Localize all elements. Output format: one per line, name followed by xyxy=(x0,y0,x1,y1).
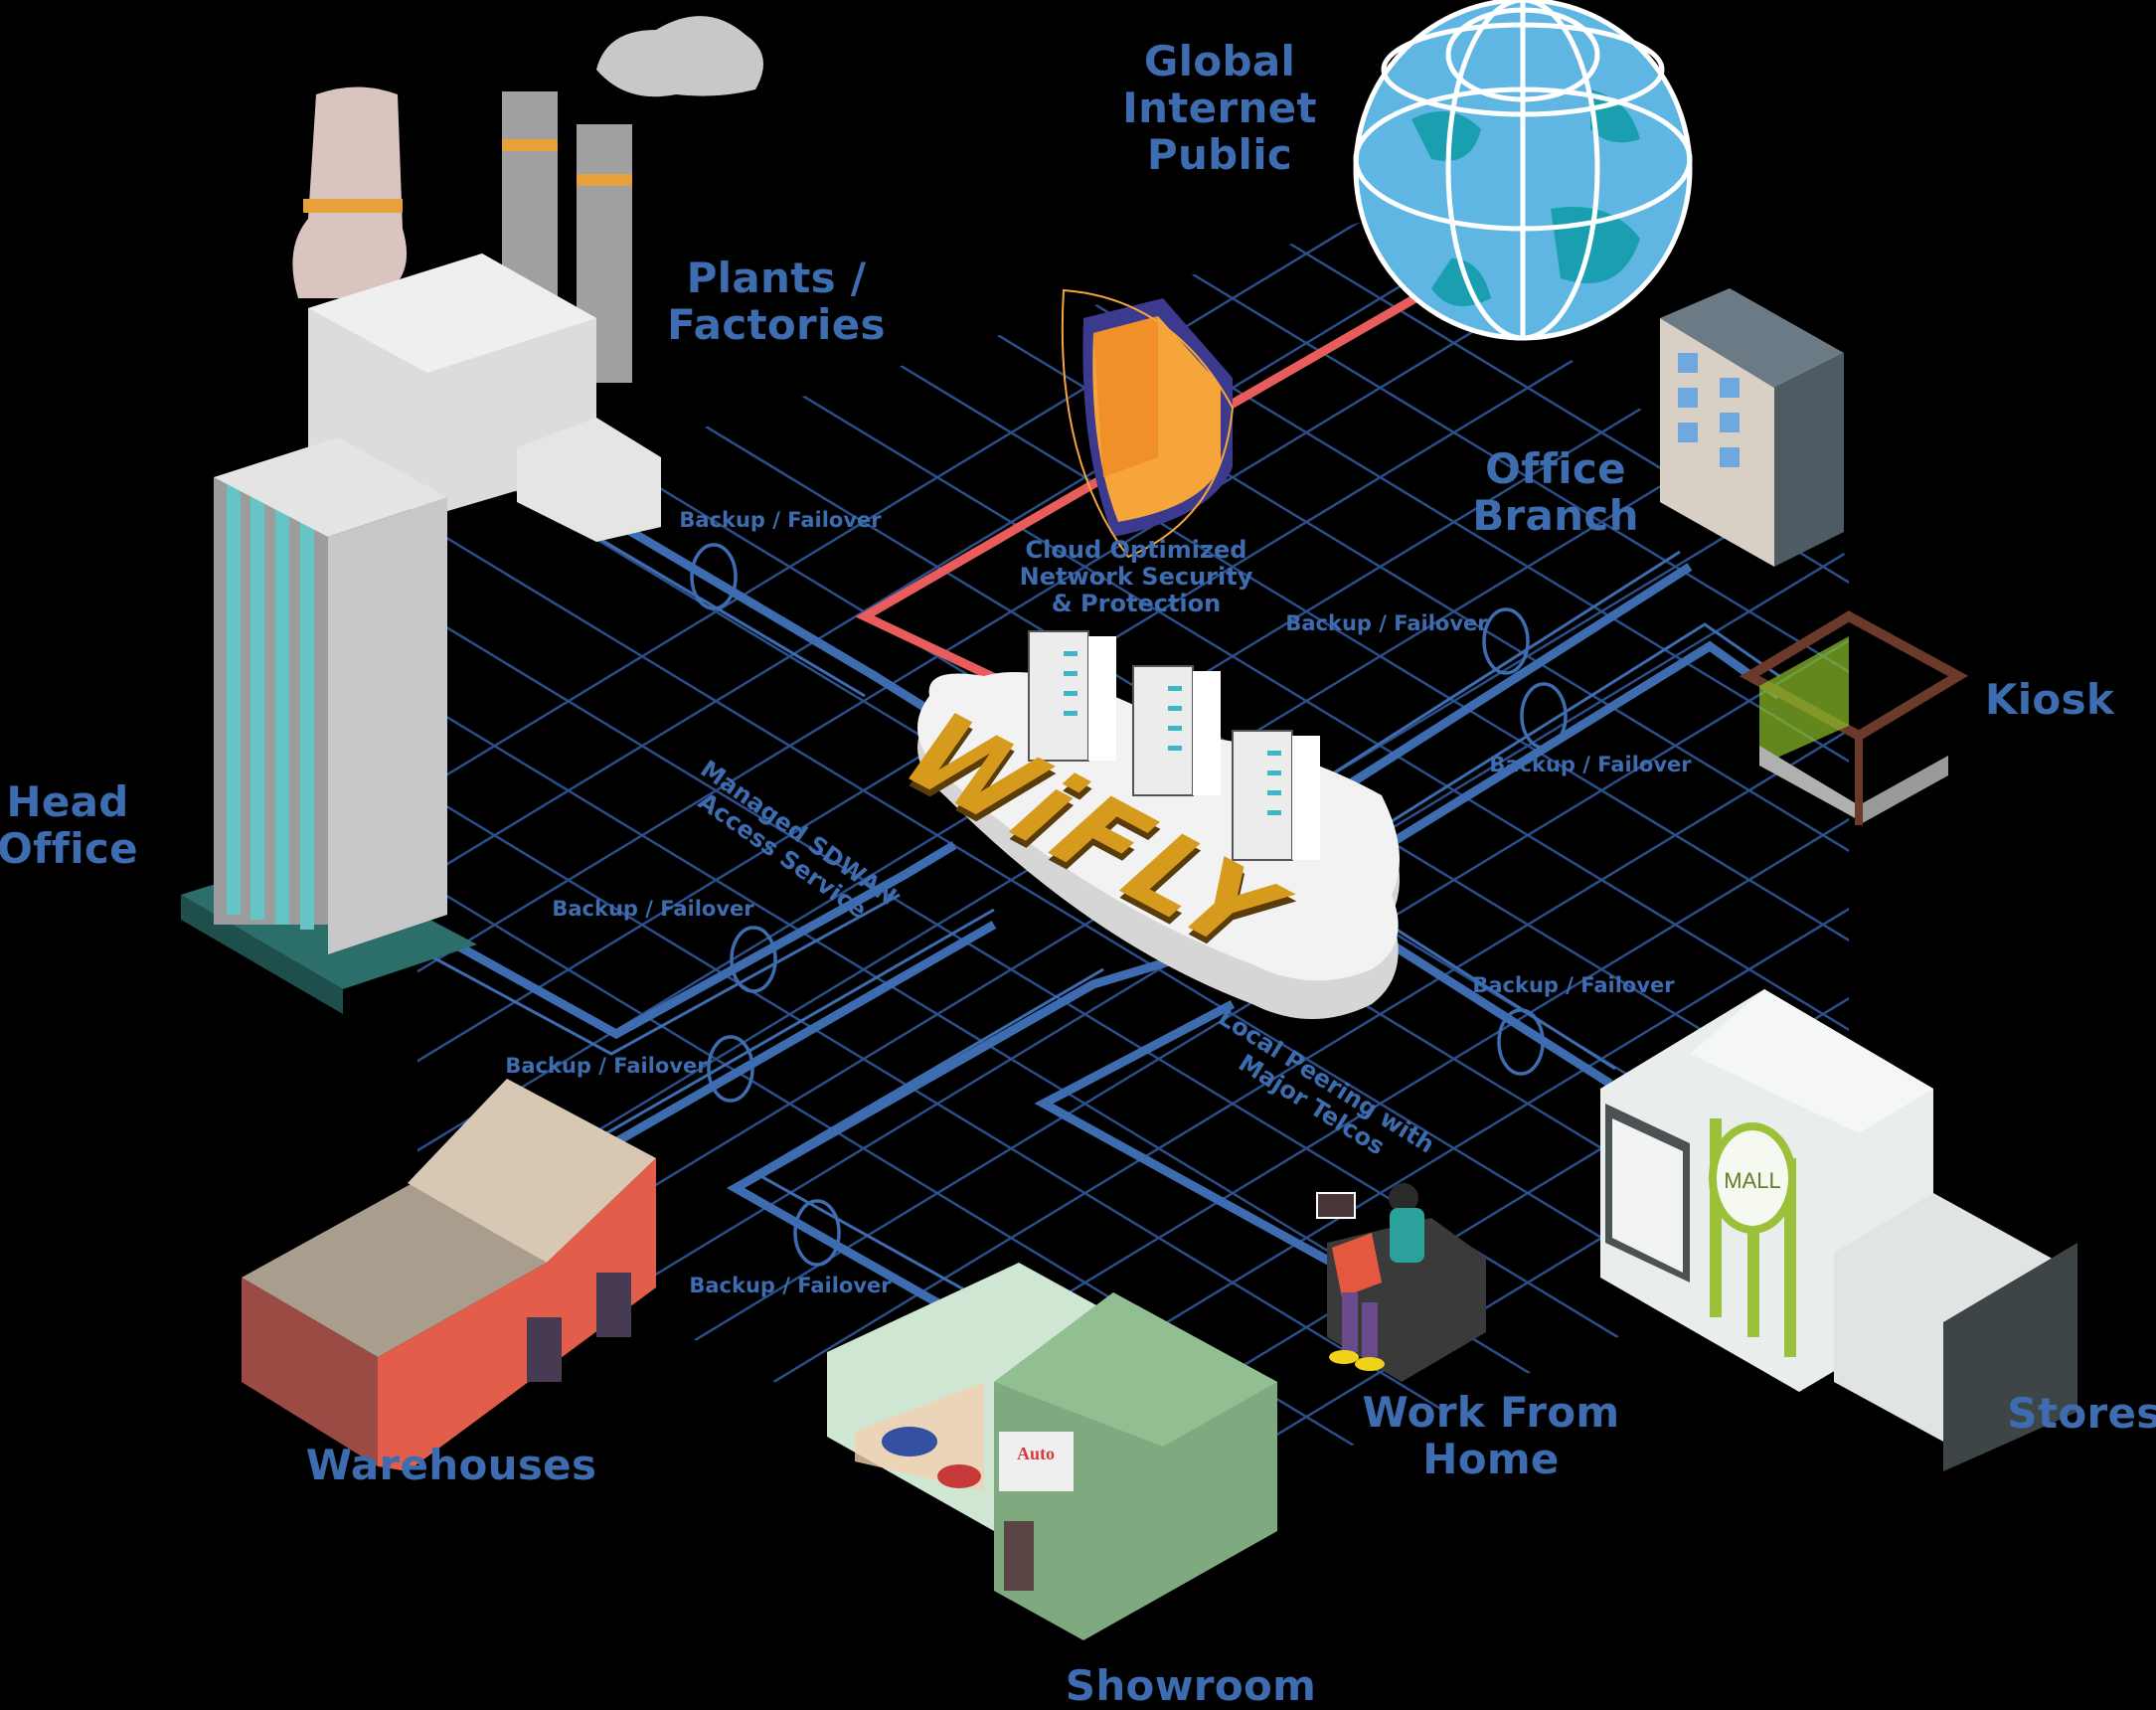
label-backup-kiosk: Backup / Failover xyxy=(1489,753,1692,776)
label-plants-factories: Plants / Factories xyxy=(667,255,886,348)
label-line: Office xyxy=(1485,444,1626,493)
label-line: Network Security xyxy=(1019,562,1253,591)
skyscraper-icon xyxy=(181,437,477,1014)
label-line: Plants / xyxy=(686,254,867,302)
kiosk-icon xyxy=(1739,610,1969,825)
globe-icon xyxy=(1353,0,1693,341)
label-line: Office xyxy=(0,824,138,874)
mall-sign: MALL xyxy=(1724,1168,1780,1193)
label-kiosk: Kiosk xyxy=(1985,676,2114,723)
label-global-internet: Global Internet Public xyxy=(1122,38,1317,178)
warehouse-icon xyxy=(242,1079,656,1471)
label-showroom: Showroom xyxy=(1066,1662,1316,1709)
label-line: Showroom xyxy=(1065,1661,1317,1710)
label-line: Branch xyxy=(1472,491,1639,541)
label-warehouses: Warehouses xyxy=(306,1442,597,1488)
label-line: Head xyxy=(6,777,129,826)
mall-icon: MALL xyxy=(1600,989,2077,1471)
label-line: Public xyxy=(1146,130,1293,180)
label-work-from-home: Work From Home xyxy=(1363,1389,1620,1482)
label-backup-showroom: Backup / Failover xyxy=(689,1274,892,1297)
internet-link-line xyxy=(855,279,1444,691)
label-backup-warehouse: Backup / Failover xyxy=(505,1054,708,1078)
label-head-office: Head Office xyxy=(0,778,138,872)
factory-icon xyxy=(292,16,763,542)
showroom-icon: Auto xyxy=(827,1263,1277,1640)
shield-icon xyxy=(1061,288,1235,559)
wifly-cloud-hub xyxy=(917,630,1400,1019)
label-backup-stores: Backup / Failover xyxy=(1472,973,1675,997)
label-line: Home xyxy=(1422,1435,1560,1484)
label-line: Global xyxy=(1143,37,1296,86)
label-line: Cloud Optimized xyxy=(1025,536,1247,564)
label-line: Kiosk xyxy=(1984,675,2115,724)
connection-lines xyxy=(426,513,1782,1316)
failover-markers xyxy=(690,543,1568,1267)
remote-worker-icon xyxy=(1316,1183,1486,1382)
label-line: Warehouses xyxy=(305,1441,597,1489)
label-line: Internet xyxy=(1122,84,1317,133)
showroom-auto-sign: Auto xyxy=(1017,1444,1055,1463)
label-line: & Protection xyxy=(1051,589,1222,617)
label-backup-head-office: Backup / Failover xyxy=(552,897,754,921)
label-backup-office: Backup / Failover xyxy=(1285,611,1488,635)
label-stores: Stores xyxy=(2007,1390,2156,1437)
label-line: Stores xyxy=(2007,1389,2156,1438)
label-line: Factories xyxy=(667,300,886,350)
label-line: Work From xyxy=(1362,1388,1620,1437)
office-building-icon xyxy=(1660,288,1844,567)
label-backup-factory: Backup / Failover xyxy=(679,508,882,532)
label-office-branch: Office Branch xyxy=(1472,445,1639,539)
label-security: Cloud Optimized Network Security & Prote… xyxy=(1020,537,1253,617)
